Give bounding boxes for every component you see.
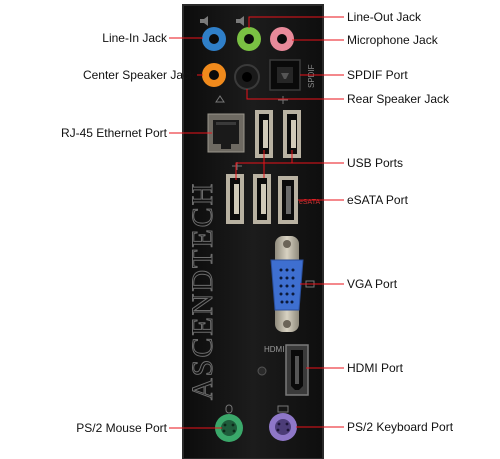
network-icon [215, 95, 225, 103]
label-microphone-jack: Microphone Jack [347, 33, 438, 47]
panel-screw [257, 366, 267, 376]
label-rear-speaker-jack: Rear Speaker Jack [347, 92, 450, 106]
spdif-mark: SPDIF [307, 64, 316, 88]
usb-port-bottom-right[interactable] [253, 174, 271, 224]
line-out-jack[interactable] [237, 27, 261, 51]
label-line-in-jack: Line-In Jack [102, 31, 167, 45]
line-in-jack[interactable] [202, 27, 226, 51]
esata-mark: eSATA [299, 199, 320, 206]
speaker-icon [200, 16, 244, 26]
usb-icon [278, 96, 288, 104]
label-ps2-keyboard-port: PS/2 Keyboard Port [347, 420, 454, 434]
usb-port-top-left[interactable] [255, 110, 273, 158]
mouse-icon [225, 404, 233, 414]
spdif-port[interactable] [269, 59, 301, 91]
ps2-mouse-port[interactable] [215, 414, 243, 442]
callout-lines [169, 16, 344, 429]
brand-logo-text: ASCENDTECH [186, 182, 219, 400]
center-speaker-jack[interactable] [202, 63, 226, 87]
esata-port[interactable] [278, 176, 298, 224]
usb-port-top-right[interactable] [283, 110, 301, 158]
hdmi-mark: HDMI [264, 345, 284, 354]
label-hdmi-port: HDMI Port [347, 361, 404, 375]
label-rj45-ethernet-port: RJ-45 Ethernet Port [60, 126, 167, 140]
label-line-out-jack: Line-Out Jack [347, 10, 422, 24]
callout-usb-bottom-left-2 [235, 162, 264, 180]
label-vga-port: VGA Port [347, 277, 398, 291]
keyboard-icon [277, 405, 289, 413]
rj45-ethernet-port[interactable] [207, 113, 245, 153]
hdmi-port[interactable] [285, 344, 309, 396]
io-shield-edge [182, 4, 324, 459]
label-spdif-port: SPDIF Port [347, 68, 408, 82]
label-ps2-mouse-port: PS/2 Mouse Port [76, 421, 167, 435]
callout-rear-speaker [246, 89, 344, 100]
label-esata-port: eSATA Port [347, 193, 408, 207]
label-center-speaker-jack: Center Speaker Jack [82, 68, 195, 82]
callout-line-out [248, 16, 344, 28]
usb-port-bottom-left[interactable] [226, 174, 244, 224]
microphone-jack[interactable] [270, 27, 294, 51]
label-usb-ports: USB Ports [347, 156, 404, 170]
vga-port[interactable] [270, 236, 304, 332]
rear-speaker-jack[interactable] [234, 64, 260, 90]
ps2-keyboard-port[interactable] [269, 413, 297, 441]
